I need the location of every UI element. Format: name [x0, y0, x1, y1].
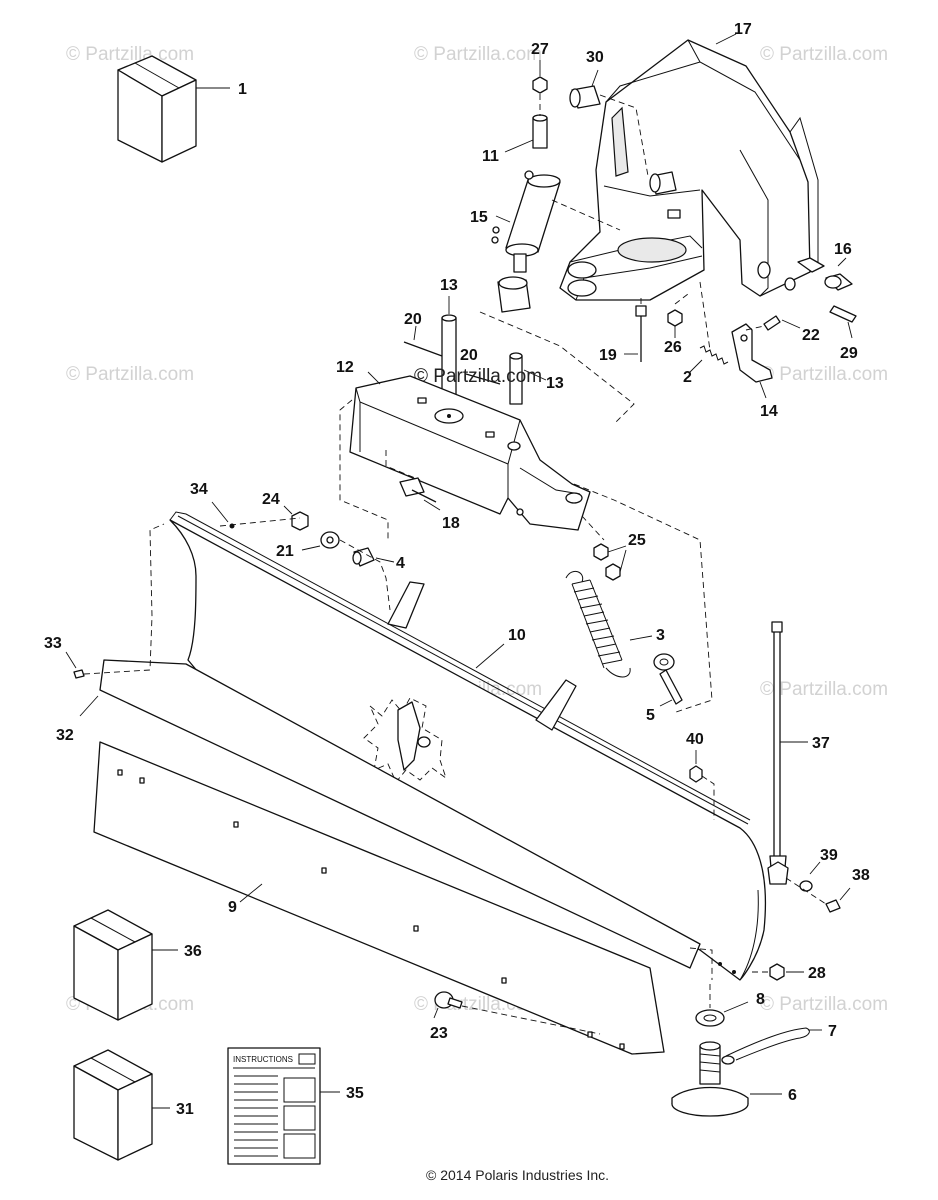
callout-24: 24: [262, 491, 280, 508]
nut-40: [689, 765, 703, 783]
callout-16: 16: [834, 241, 852, 258]
callout-20a: 20: [404, 311, 422, 328]
pin-13-right: [509, 352, 523, 405]
callout-1: 1: [238, 81, 247, 98]
skid-shoe-6: [671, 1041, 749, 1117]
copyright-text: © 2014 Polaris Industries Inc.: [426, 1167, 609, 1183]
callout-32: 32: [56, 727, 74, 744]
bolt-38: [825, 899, 841, 913]
watermark: © Partzilla.com: [760, 364, 888, 385]
copyright-watermark: © Partzilla.com: [414, 366, 542, 387]
spring-2: [699, 345, 729, 365]
callout-37: 37: [812, 735, 830, 752]
nut-25: [593, 543, 621, 581]
watermark: © Partzilla.com: [760, 994, 888, 1015]
callout-19: 19: [599, 347, 617, 364]
callout-25: 25: [628, 532, 646, 549]
cotter-pin-20: [403, 341, 501, 385]
callout-11: 11: [482, 148, 499, 165]
hairpin-7: [721, 1027, 810, 1065]
box-1-icon: [117, 55, 197, 163]
bushing-30: [569, 85, 677, 195]
callout-12: 12: [336, 359, 354, 376]
watermark: © Partzilla.com: [760, 679, 888, 700]
callout-10: 10: [508, 627, 526, 644]
nut-24: [291, 511, 309, 531]
callout-7: 7: [828, 1023, 837, 1040]
bolt-22: [763, 315, 781, 331]
callout-27: 27: [531, 41, 549, 58]
instruction-text-lines: [234, 1075, 278, 1157]
callout-13b: 13: [546, 375, 564, 392]
pin-29: [829, 305, 857, 323]
callout-39: 39: [820, 847, 838, 864]
box-36-icon: [73, 909, 153, 1021]
callout-31: 31: [176, 1101, 194, 1118]
bolt-19: [635, 305, 647, 362]
instructions-label: INSTRUCTIONS: [233, 1055, 293, 1064]
watermark: © Partzilla.com: [66, 44, 194, 65]
callout-30: 30: [586, 49, 604, 66]
hidden-bracket: [363, 697, 447, 783]
callout-23: 23: [430, 1025, 448, 1042]
bracket-14: [731, 323, 773, 383]
eyebolt-5: [653, 653, 683, 705]
pivot-frame: [559, 39, 819, 301]
spacer-4: [352, 547, 375, 567]
washer-21: [320, 531, 340, 549]
box-31-icon: [73, 1049, 153, 1161]
watermark: © Partzilla.com: [414, 44, 542, 65]
instruction-sheet-icon: INSTRUCTIONS: [227, 1047, 321, 1165]
mount-bracket: [349, 375, 591, 531]
nut-28: [769, 963, 785, 981]
bolt-33: [73, 669, 85, 679]
callout-40: 40: [686, 731, 704, 748]
bushing-11: [532, 114, 548, 149]
nut-26: [667, 309, 683, 327]
cutting-edge: [99, 659, 701, 969]
callout-36: 36: [184, 943, 202, 960]
pin-13-left: [441, 314, 457, 413]
callout-29: 29: [840, 345, 858, 362]
hydraulic-cylinder: [491, 170, 561, 313]
callout-2: 2: [683, 369, 692, 386]
callout-5: 5: [646, 707, 655, 724]
plow-blade: [169, 511, 767, 981]
callout-26: 26: [664, 339, 682, 356]
watermark: © Partzilla.com: [760, 44, 888, 65]
spring-3: [565, 570, 631, 678]
bolt-18: [399, 477, 437, 503]
callout-9: 9: [228, 899, 237, 916]
callout-14: 14: [760, 403, 778, 420]
callout-6: 6: [788, 1087, 797, 1104]
nut-27: [532, 76, 548, 94]
callout-22: 22: [802, 327, 820, 344]
callout-15: 15: [470, 209, 488, 226]
side-marker-rod: [767, 621, 789, 885]
callout-17: 17: [734, 21, 752, 38]
callout-34: 34: [190, 481, 208, 498]
callout-8: 8: [756, 991, 765, 1008]
callout-35: 35: [346, 1085, 364, 1102]
callout-28: 28: [808, 965, 826, 982]
callout-4: 4: [396, 555, 405, 572]
washer-39: [799, 880, 813, 892]
callout-13a: 13: [440, 277, 458, 294]
callout-33: 33: [44, 635, 62, 652]
washer-8: [695, 1009, 725, 1027]
callout-38: 38: [852, 867, 870, 884]
wear-strip: [93, 741, 665, 1055]
callout-21: 21: [276, 543, 294, 560]
bushing-16: [797, 257, 853, 291]
callout-20b: 20: [460, 347, 478, 364]
callout-3: 3: [656, 627, 665, 644]
bolt-23: [434, 991, 463, 1009]
watermark: © Partzilla.com: [66, 364, 194, 385]
callout-18: 18: [442, 515, 460, 532]
